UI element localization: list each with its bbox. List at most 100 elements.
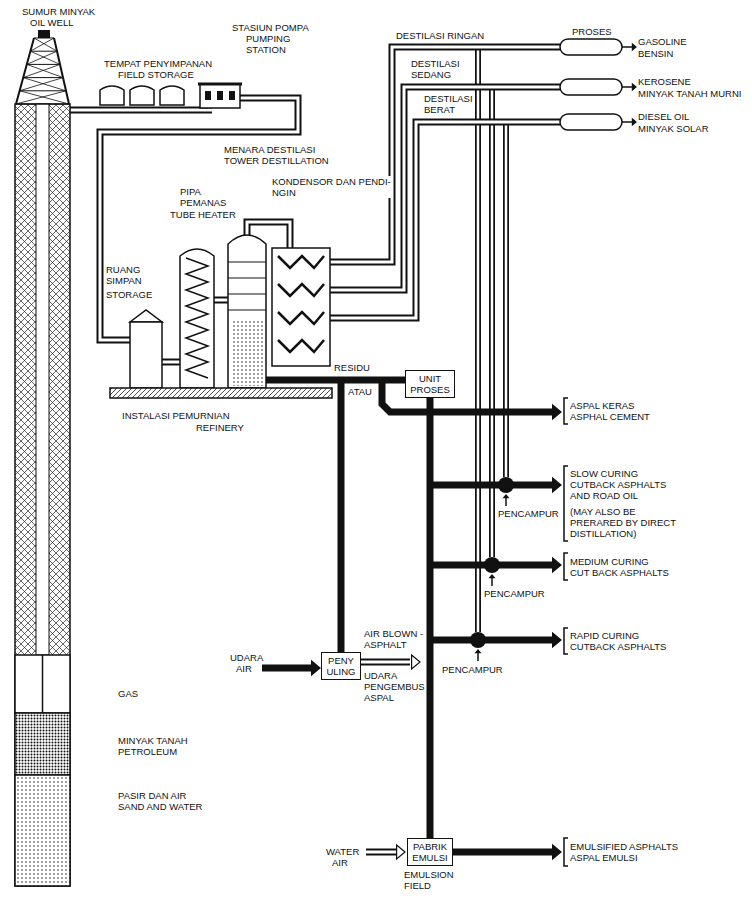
text-label: KONDENSOR DAN PENDI- NGIN xyxy=(272,176,391,198)
arrow-head xyxy=(632,84,636,90)
tube-heater xyxy=(180,249,214,388)
arrow-head xyxy=(553,478,561,492)
distillation-tower xyxy=(228,235,266,388)
text-label: SLOW CURING CUTBACK ASPHALTS AND ROAD OI… xyxy=(570,468,666,501)
arrow-head xyxy=(553,558,561,572)
text-line: PEMANAS xyxy=(180,197,226,208)
field-storage-tank xyxy=(160,86,184,105)
bracket xyxy=(564,466,568,541)
residue-pipe xyxy=(338,380,345,660)
feed-pipe xyxy=(162,361,180,364)
oil-derrick xyxy=(27,51,57,64)
asphalt-pipe xyxy=(430,485,552,486)
text-label: INSTALASI PEMURNIAN xyxy=(122,410,230,421)
oil-well xyxy=(15,713,70,775)
oil-derrick xyxy=(23,77,63,78)
arrow-head xyxy=(412,655,420,669)
solvent-pipe xyxy=(475,47,481,632)
arrow-head xyxy=(553,405,561,419)
distillation-tower xyxy=(228,294,266,295)
feed-pipe xyxy=(214,299,228,302)
air-pipe xyxy=(262,668,312,669)
arrow-head xyxy=(312,661,320,675)
bracket xyxy=(564,553,568,580)
asphalt-pipe xyxy=(440,849,552,856)
oil-derrick xyxy=(30,38,54,51)
text-label: PUMPING STATION xyxy=(246,33,290,55)
text-label: TUBE HEATER xyxy=(170,209,236,220)
pipe-connector xyxy=(426,398,433,838)
bracket xyxy=(564,398,568,424)
text-line: DESTILASI xyxy=(424,93,473,104)
distillate-pipe xyxy=(330,47,560,262)
bracket xyxy=(564,838,568,866)
text-line: PABRIK xyxy=(412,841,447,852)
text-line: FIELD xyxy=(404,880,454,891)
text-label: PIPA PEMANAS xyxy=(180,186,226,208)
text-line: PENY xyxy=(326,655,355,666)
oil-derrick xyxy=(38,30,50,38)
text-line: PENGEMBUS xyxy=(364,681,425,692)
bracket xyxy=(564,628,568,654)
text-label: RESIDU xyxy=(334,362,370,373)
distillation-tower xyxy=(228,235,266,388)
oil-derrick xyxy=(23,78,66,91)
text-label: PROSES xyxy=(572,26,612,37)
pumping-station xyxy=(229,91,235,100)
condenser-coil xyxy=(278,284,324,296)
text-line: UNIT xyxy=(410,373,450,384)
text-line: UDARA xyxy=(364,670,425,681)
text-line: PUMPING xyxy=(246,33,290,44)
text-line: ASPAL xyxy=(364,692,425,703)
asphalt-pipe xyxy=(430,640,552,641)
text-label: ASPAL EMULSI xyxy=(570,852,638,863)
condenser-coil xyxy=(278,256,324,268)
text-line: PIPA xyxy=(180,186,226,197)
text-label: DIESEL OIL xyxy=(638,111,689,122)
oil-derrick xyxy=(16,104,69,105)
text-label: AIR xyxy=(332,857,348,868)
mixer xyxy=(470,632,486,648)
text-label: ASPAL KERAS xyxy=(570,400,634,411)
box-label: UNIT PROSES xyxy=(410,373,450,395)
feed-pipe xyxy=(70,107,212,114)
oil-well xyxy=(36,104,49,655)
text-label: RUANG SIMPAN xyxy=(106,264,142,286)
refinery-storage-tank xyxy=(130,322,162,388)
feed-pipe xyxy=(214,300,228,301)
oil-well xyxy=(15,104,70,886)
oil-derrick xyxy=(20,78,63,91)
process-unit xyxy=(560,39,622,55)
text-line: NGIN xyxy=(272,187,391,198)
distillation-tower xyxy=(231,320,263,386)
product-arrow xyxy=(622,46,632,48)
text-label: UDARA xyxy=(230,652,263,663)
pumping-station xyxy=(200,84,240,108)
arrow-head xyxy=(397,845,405,859)
oil-derrick xyxy=(20,91,69,104)
text-line: STATION xyxy=(246,44,290,55)
mixer-arrow xyxy=(477,652,479,661)
text-label: DESTILASI SEDANG xyxy=(411,58,460,80)
text-label: RAPID CURING CUTBACK ASPHALTS xyxy=(570,630,666,652)
text-label: WATER xyxy=(326,846,359,857)
text-line: DESTILASI xyxy=(411,58,460,69)
text-label: SAND AND WATER xyxy=(118,801,202,812)
process-box: PABRIK EMULSI xyxy=(407,838,452,866)
air-pipe xyxy=(262,665,312,672)
solvent-pipe xyxy=(503,122,509,477)
solvent-pipe xyxy=(478,47,479,632)
text-line: ASPHALT xyxy=(364,639,423,650)
text-line: CUT BACK ASPHALTS xyxy=(570,567,669,578)
product-arrow xyxy=(622,121,632,123)
text-label: MINYAK SOLAR xyxy=(638,123,709,134)
refinery-storage-tank xyxy=(130,310,162,388)
text-label: DESTILASI BERAT xyxy=(424,93,473,115)
mixer-arrow xyxy=(491,577,493,586)
condenser xyxy=(272,248,330,366)
text-label: MINYAK TANAH MURNI xyxy=(638,88,741,99)
symbols xyxy=(16,30,636,866)
text-label: ATAU xyxy=(348,386,372,397)
text-line: AIR BLOWN - xyxy=(364,628,423,639)
